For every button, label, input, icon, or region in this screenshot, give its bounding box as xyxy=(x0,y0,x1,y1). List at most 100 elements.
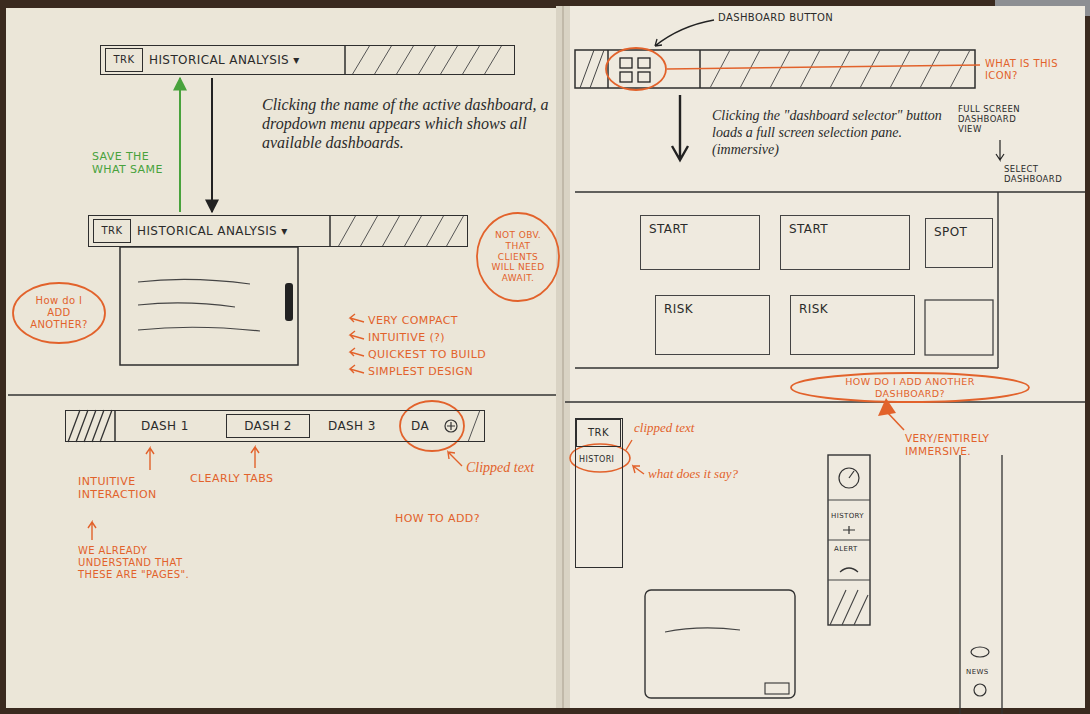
annotation: FULL SCREEN DASHBOARD VIEW xyxy=(958,104,1038,135)
tab-bar: DASH 2DASH 1DASH 3DA xyxy=(65,410,485,442)
bar-divider xyxy=(114,410,116,442)
logo-box: TRK xyxy=(105,48,143,72)
tab-box: DASH 2 xyxy=(226,414,310,438)
icon-label: NEWS xyxy=(966,668,1000,676)
grid-icon xyxy=(638,58,650,68)
top-bar: TRKHISTORICAL ANALYSIS ▾ xyxy=(88,215,468,247)
pointer-arrows xyxy=(626,440,644,474)
note-bubble: How do I ADD ANOTHER? xyxy=(12,282,106,344)
hatching xyxy=(468,410,480,442)
dashboard-tile: SPOT xyxy=(925,218,993,268)
logo-box: TRK xyxy=(93,219,131,243)
scrollbar xyxy=(285,283,293,321)
sidebar: TRK HISTORI xyxy=(575,418,623,568)
left-page xyxy=(6,8,563,708)
note-bubble: NOT OBV. THAT CLIENTS WILL NEED AWAIT. xyxy=(476,212,560,302)
preview-window xyxy=(645,590,795,698)
cloud-icon xyxy=(971,647,989,657)
logo-text: TRK xyxy=(102,225,123,237)
flow-arrow xyxy=(179,78,181,212)
annotation: VERY/ENTIRELY IMMERSIVE. xyxy=(905,432,1035,457)
dashboard-tile xyxy=(925,300,993,355)
annotation: WE ALREADY UNDERSTAND THAT THESE ARE "PA… xyxy=(78,545,208,581)
flow-arrow xyxy=(672,95,688,160)
annotation: clipped text xyxy=(634,420,724,436)
green-note: SAVE THE WHAT SAME xyxy=(92,150,170,176)
icon-strip xyxy=(828,455,870,625)
pro-item: QUICKEST TO BUILD xyxy=(368,348,498,361)
gutter-shadow xyxy=(556,6,570,708)
bar-divider xyxy=(344,45,346,75)
handwritten-note: Clicking the "dashboard selector" button… xyxy=(712,108,950,158)
box-label: HISTORICAL ANALYSIS ▾ xyxy=(149,53,300,67)
leader-line xyxy=(667,65,980,69)
annotation: HOW TO ADD? xyxy=(395,512,505,525)
note-text: HOW DO I ADD ANOTHER DASHBOARD? xyxy=(821,376,999,399)
annotation: CLEARLY TABS xyxy=(190,472,280,485)
annotation: INTUITIVE INTERACTION xyxy=(78,475,178,501)
note-text: How do I ADD ANOTHER? xyxy=(24,295,94,331)
hatching xyxy=(352,45,502,75)
pointer-arrow xyxy=(996,140,1004,160)
annotation: DASHBOARD BUTTON xyxy=(718,12,918,24)
note-bubble: HOW DO I ADD ANOTHER DASHBOARD? xyxy=(790,372,1030,403)
pro-item: VERY COMPACT xyxy=(368,314,498,327)
round-icon xyxy=(974,684,986,696)
bubble-ellipse xyxy=(13,283,105,343)
box-label: SPOT xyxy=(934,225,984,239)
bubble-ellipse xyxy=(477,213,559,301)
box-label: RISK xyxy=(799,302,906,316)
highlight-circle xyxy=(400,401,464,451)
grid-icon xyxy=(620,72,632,82)
menu-scribble xyxy=(138,279,260,331)
top-bar xyxy=(575,50,975,88)
grid-icon xyxy=(620,58,632,68)
dashboard-tile: START xyxy=(780,215,910,270)
box-label: DA xyxy=(411,419,429,433)
pointer-arrows xyxy=(350,314,364,373)
logo-hatching xyxy=(68,410,112,442)
section-divider xyxy=(565,401,1085,402)
pointer-arrow xyxy=(887,412,904,430)
small-icon xyxy=(843,526,855,534)
annotation: what does it say? xyxy=(648,466,778,482)
gutter xyxy=(562,6,564,708)
box-label: START xyxy=(649,222,751,236)
highlight-circle xyxy=(606,48,666,90)
preview-scribble xyxy=(665,628,740,632)
box-label: HISTORI xyxy=(579,455,614,465)
logo-box: TRK xyxy=(576,419,621,447)
preview-button xyxy=(765,683,789,694)
icon-label: HISTORY xyxy=(831,512,869,520)
handwritten-note: Clicking the name of the active dashboar… xyxy=(262,95,557,153)
icon-label: ALERT xyxy=(834,545,868,553)
pro-item: INTUITIVE (?) xyxy=(368,331,498,344)
gauge-needle xyxy=(849,471,854,478)
highlight-circle xyxy=(570,444,630,472)
flow-arrow xyxy=(211,78,213,212)
hatching xyxy=(710,50,970,88)
side-strip xyxy=(960,455,1002,714)
right-page xyxy=(563,6,1085,708)
hatching xyxy=(338,215,464,247)
selection-pane xyxy=(575,192,1085,368)
box-label: DASH 1 xyxy=(141,419,189,433)
dashboard-tile: RISK xyxy=(655,295,770,355)
note-text: NOT OBV. THAT CLIENTS WILL NEED AWAIT. xyxy=(487,230,549,284)
gauge-icon xyxy=(839,468,859,488)
plus-sign xyxy=(447,422,455,430)
annotation: Clipped text xyxy=(466,460,551,477)
hatching xyxy=(580,50,604,88)
annotation: SELECT DASHBOARD xyxy=(1004,164,1076,184)
small-icon xyxy=(840,568,858,572)
logo-text: TRK xyxy=(114,54,135,66)
box-label: START xyxy=(789,222,901,236)
grid-icon xyxy=(638,72,650,82)
strip-lines xyxy=(828,500,870,625)
add-button xyxy=(445,420,457,432)
pointer-arrow xyxy=(655,20,714,46)
top-bar: TRK HISTORICAL ANALYSIS ▾ xyxy=(100,45,515,75)
annotation: WHAT IS THIS ICON? xyxy=(985,58,1080,82)
